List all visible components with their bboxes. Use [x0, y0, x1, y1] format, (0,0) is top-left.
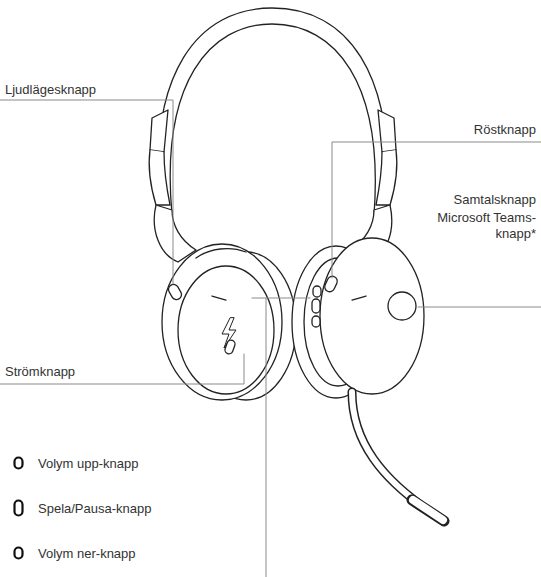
- legend-item: Volym ner-knapp: [12, 544, 136, 562]
- part-label: Röstknapp: [474, 122, 536, 138]
- legend-text: Spela/Pausa-knapp: [38, 501, 151, 516]
- button-icon: [12, 454, 26, 472]
- button-icon: [12, 499, 26, 517]
- part-label: Samtalsknapp: [406, 192, 536, 208]
- part-label: Strömknapp: [5, 364, 75, 380]
- button-icon: [12, 544, 26, 562]
- part-label: Ljudlägesknapp: [5, 82, 96, 98]
- part-label: Microsoft Teams-knapp*: [428, 210, 536, 242]
- legend-text: Volym ner-knapp: [38, 546, 136, 561]
- legend-text: Volym upp-knapp: [38, 456, 138, 471]
- legend-item: Volym upp-knapp: [12, 454, 138, 472]
- legend-item: Spela/Pausa-knapp: [12, 499, 151, 517]
